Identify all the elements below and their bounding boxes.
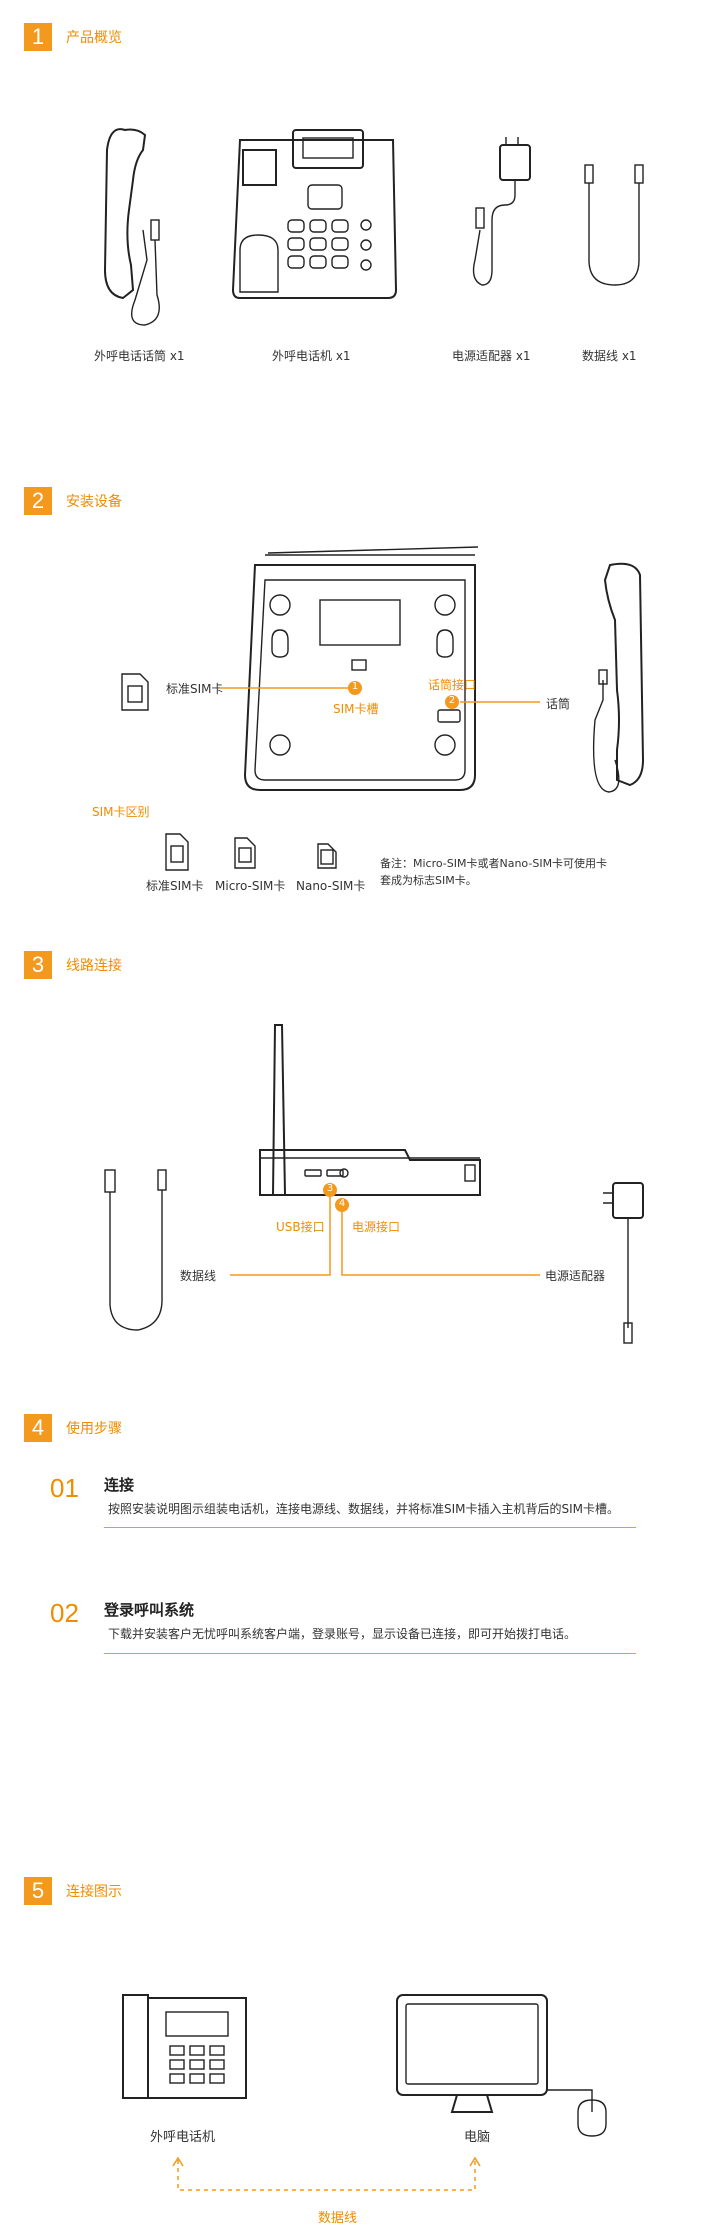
section-number: 5	[24, 1877, 52, 1905]
desk-phone-illustration-2	[122, 1994, 247, 2099]
diagram-phone-label: 外呼电话机	[150, 2130, 216, 2145]
diagram-computer-label: 电脑	[464, 2130, 491, 2145]
sim-diff-title: SIM卡区别	[92, 805, 150, 819]
section-number: 4	[24, 1414, 52, 1442]
sim-slot-label: SIM卡槽	[333, 702, 379, 716]
power-adapter-illustration-2	[603, 1182, 644, 1344]
sim-type-standard: 标准SIM卡	[146, 879, 204, 893]
micro-sim-icon	[234, 837, 256, 869]
overview-item-adapter: 电源适配器 x1	[452, 349, 531, 363]
step-title-1: 连接	[104, 1476, 135, 1494]
step-title-2: 登录呼叫系统	[104, 1601, 195, 1619]
standard-sim-label: 标准SIM卡	[166, 682, 224, 696]
phone-side-illustration	[259, 1024, 481, 1196]
power-adapter-illustration	[472, 137, 531, 286]
callout-2-number: 2	[448, 695, 456, 706]
handset-label: 话筒	[546, 697, 571, 711]
section-header-4: 4 使用步骤	[24, 1413, 122, 1443]
adapter-label: 电源适配器	[545, 1269, 606, 1283]
sim-note-line2: 套成为标志SIM卡。	[380, 874, 477, 887]
section-header-3: 3 线路连接	[24, 950, 122, 980]
overview-item-handset: 外呼电话话筒 x1	[94, 349, 185, 363]
handset-illustration	[103, 128, 160, 326]
sim-type-nano: Nano-SIM卡	[296, 879, 366, 893]
step-divider-2	[104, 1653, 636, 1654]
section-number: 2	[24, 487, 52, 515]
nano-sim-icon	[317, 843, 337, 869]
phone-back-illustration	[243, 546, 479, 791]
handset-illustration-2	[592, 562, 645, 793]
desk-phone-illustration	[231, 129, 398, 299]
callout-1-number: 1	[351, 681, 359, 692]
section-title: 产品概览	[66, 30, 122, 46]
callout-3-number: 3	[326, 1183, 334, 1194]
data-cable-illustration-2	[104, 1169, 167, 1331]
power-port-label: 电源接口	[352, 1220, 401, 1234]
step-number-1: 01	[50, 1473, 79, 1503]
callout-4-number: 4	[338, 1198, 346, 1209]
data-cable-illustration	[584, 164, 644, 286]
handset-port-label: 话筒接口	[428, 678, 477, 692]
section-number: 1	[24, 23, 52, 51]
step-number-2: 02	[50, 1598, 79, 1628]
step-desc-1: 按照安装说明图示组装电话机，连接电源线、数据线，并将标准SIM卡插入主机背后的S…	[108, 1502, 620, 1516]
sim-type-micro: Micro-SIM卡	[215, 879, 286, 893]
computer-illustration	[396, 1994, 607, 2137]
standard-sim-icon	[165, 833, 189, 871]
usb-port-label: USB接口	[276, 1220, 325, 1234]
overview-item-cable: 数据线 x1	[582, 349, 637, 363]
section-title: 安装设备	[66, 494, 122, 510]
sim-card-icon	[121, 673, 149, 711]
section-title: 连接图示	[66, 1884, 122, 1900]
sim-note-line1: 备注：Micro-SIM卡或者Nano-SIM卡可使用卡	[380, 857, 608, 870]
section-header-1: 1 产品概览	[24, 22, 122, 52]
data-cable-label: 数据线	[180, 1269, 217, 1283]
step-divider-1	[104, 1527, 636, 1528]
section-header-2: 2 安装设备	[24, 486, 122, 516]
section-title: 使用步骤	[66, 1421, 122, 1437]
section-number: 3	[24, 951, 52, 979]
step-desc-2: 下载并安装客户无忧呼叫系统客户端，登录账号，显示设备已连接，即可开始拨打电话。	[108, 1627, 577, 1641]
diagram-cable-label: 数据线	[318, 2211, 358, 2226]
overview-item-phone: 外呼电话机 x1	[272, 349, 351, 363]
section-header-5: 5 连接图示	[24, 1876, 122, 1906]
section-title: 线路连接	[66, 958, 122, 974]
